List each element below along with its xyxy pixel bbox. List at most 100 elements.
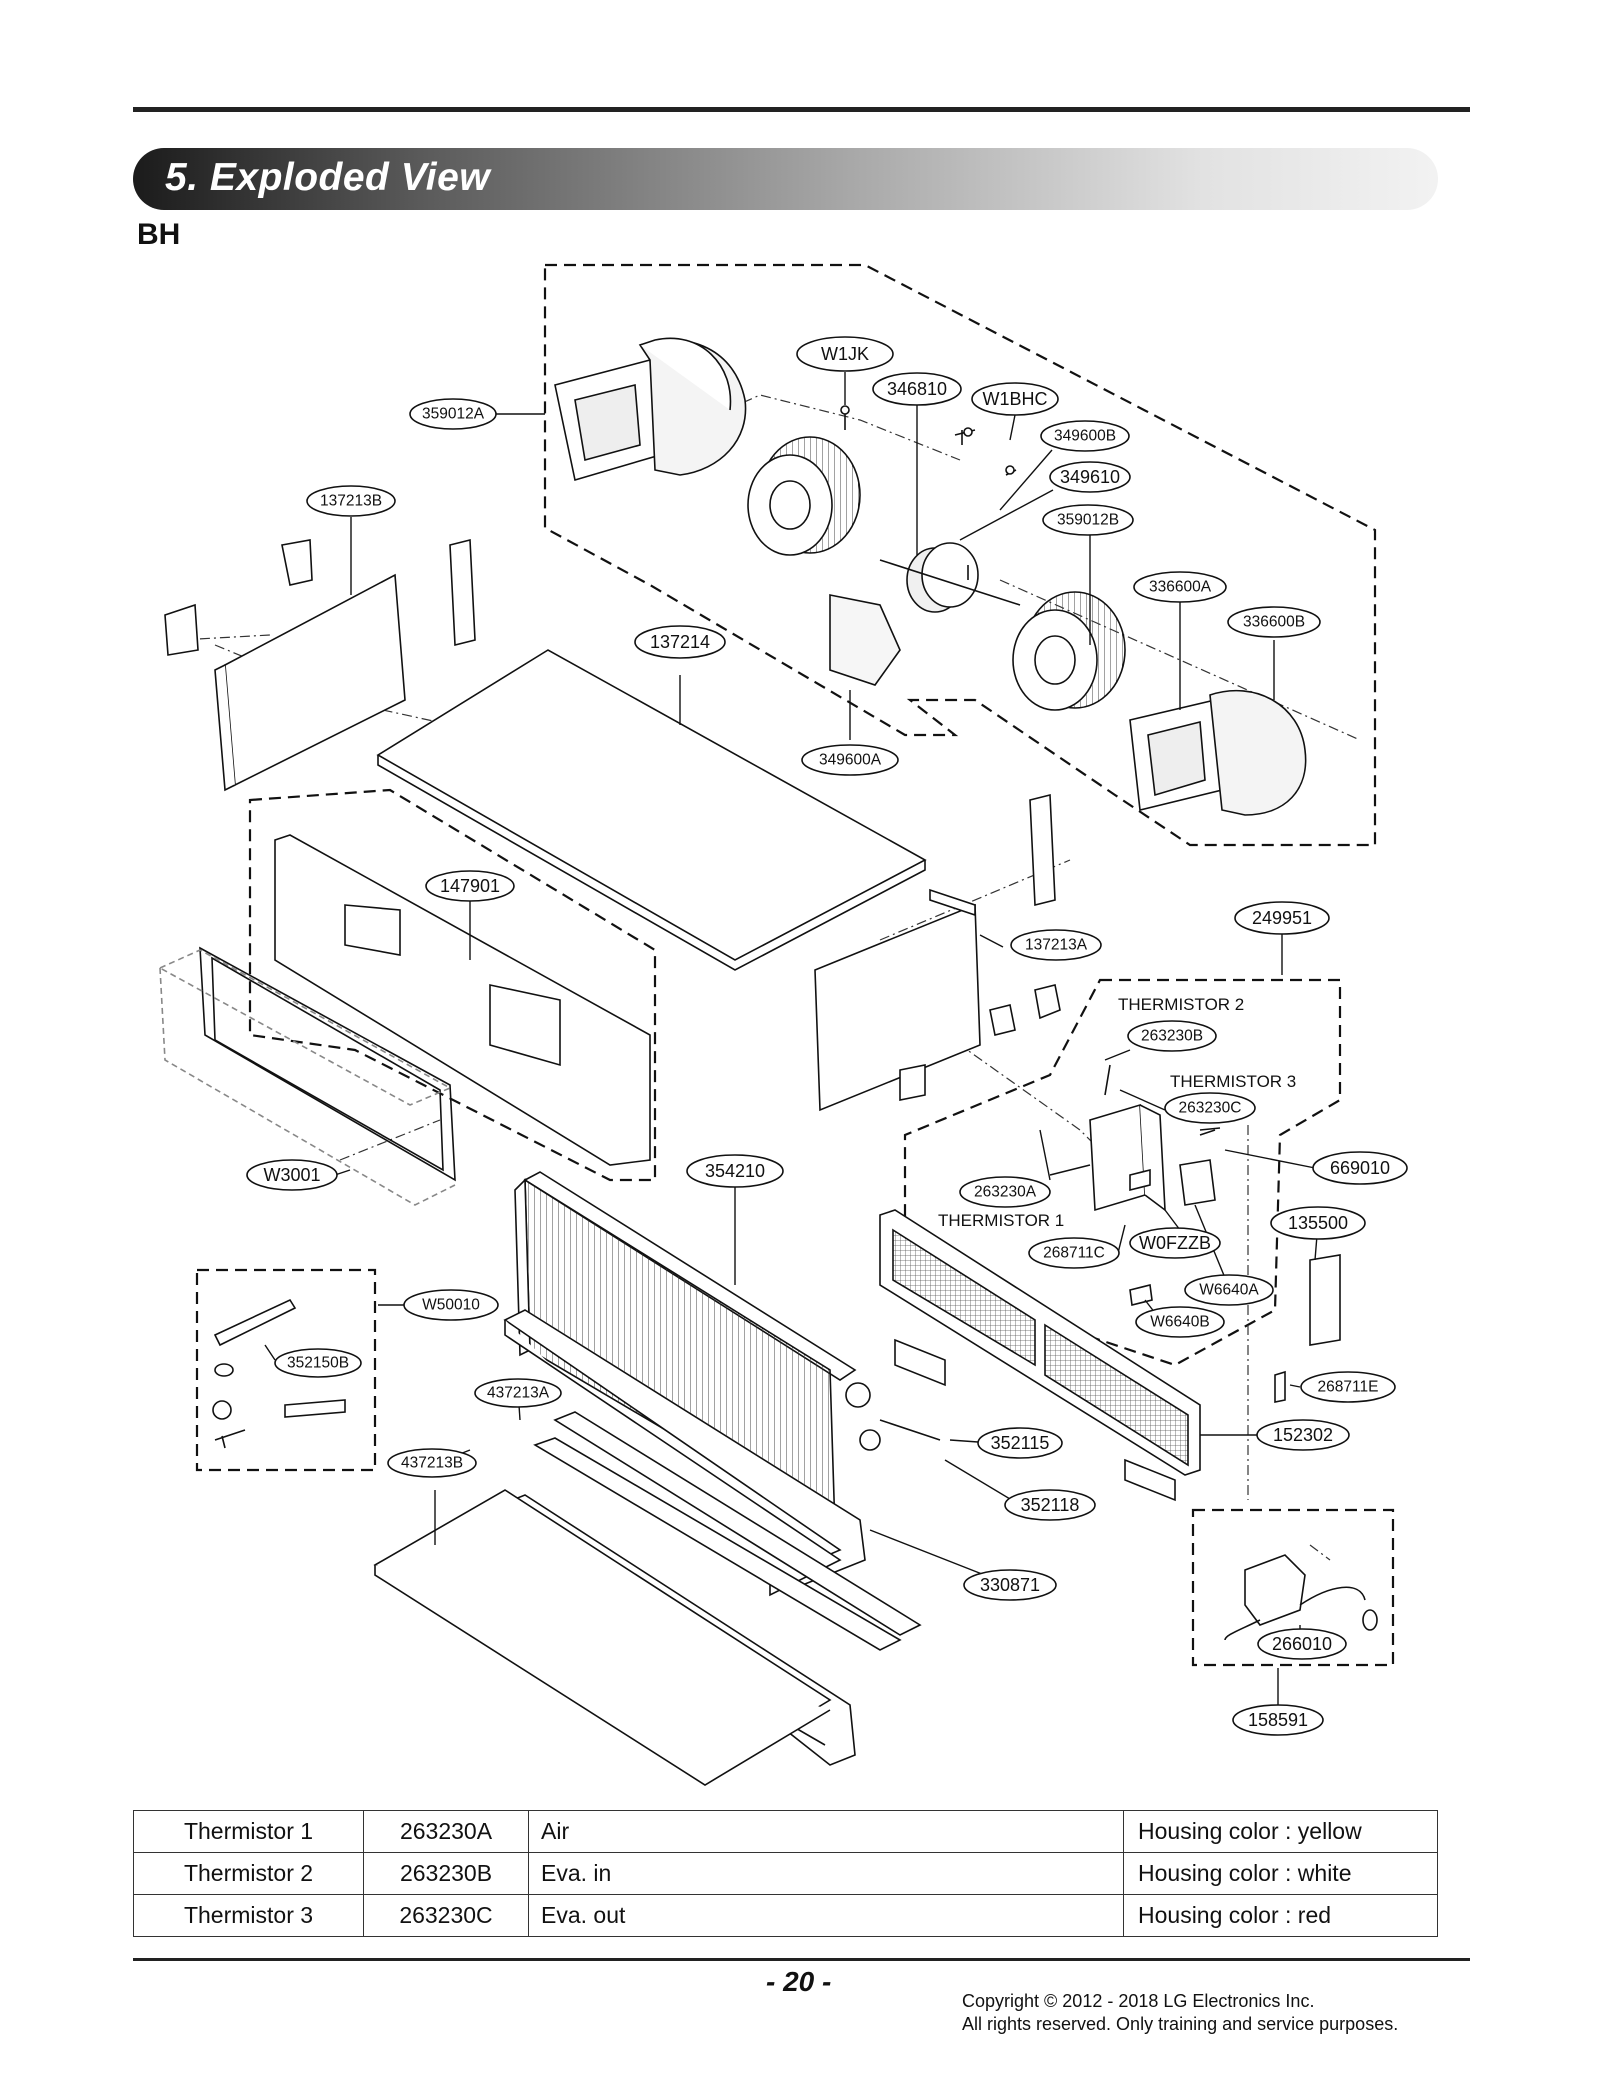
callout-336600B: 336600B (1243, 614, 1305, 631)
callout-bubble (246, 1159, 338, 1191)
callout-W6640A: W6640A (1199, 1282, 1259, 1299)
callout-W1BHC: W1BHC (982, 389, 1047, 409)
side-frame-parts (164, 538, 1061, 1112)
callout-bubble (1127, 1020, 1217, 1052)
callout-349610: 349610 (1060, 467, 1120, 487)
dashed-group-outlines (195, 263, 1395, 1667)
callout-135500: 135500 (1288, 1213, 1348, 1233)
callout-359012B: 359012B (1057, 512, 1119, 529)
callout-346810: 346810 (887, 379, 947, 399)
callout-147901: 147901 (440, 876, 500, 896)
callout-437213B: 437213B (401, 1455, 463, 1472)
callout-158591: 158591 (1248, 1710, 1308, 1730)
callout-bubble (1004, 1489, 1096, 1521)
callout-bubble (1010, 929, 1102, 961)
callout-bubble (872, 372, 962, 406)
table-cell: Housing color : yellow (1123, 1810, 1438, 1853)
callout-bubble (959, 1176, 1051, 1208)
table-cell: 263230B (363, 1852, 529, 1895)
page-number: - 20 - (766, 1966, 832, 1997)
callout-labels: W1JK 346810 W1BHC 359012A 349600B 349610… (263, 344, 1390, 1730)
callout-bubble (796, 336, 894, 372)
callout-268711C: 268711C (1043, 1245, 1105, 1262)
evaporator-coil (514, 1171, 941, 1532)
callout-bubble (1234, 901, 1330, 935)
callout-249951: 249951 (1252, 908, 1312, 928)
callout-W6640B: W6640B (1150, 1314, 1209, 1331)
table-cell: 263230A (363, 1810, 529, 1853)
callout-bubble (1135, 1306, 1225, 1338)
callout-bubble (977, 1427, 1063, 1459)
thermistor-table: Thermistor 1 263230A Air Housing color :… (133, 1810, 1438, 1937)
callout-bubbles (246, 336, 1408, 1736)
table-row: Thermistor 3 263230C Eva. out Housing co… (133, 1894, 1438, 1937)
callout-bubble (1256, 1419, 1350, 1451)
callout-W50010: W50010 (422, 1297, 480, 1314)
air-filter (879, 1209, 1201, 1502)
callout-bubble (1164, 1092, 1256, 1124)
callout-bubble (409, 398, 497, 430)
callout-bubble (1184, 1274, 1274, 1306)
duct-frame (158, 946, 456, 1206)
callout-bubble (801, 744, 899, 776)
callout-349600A: 349600A (819, 752, 882, 769)
callout-bubble (1227, 606, 1321, 638)
table-cell: Air (528, 1810, 1124, 1853)
callout-137213B: 137213B (320, 493, 382, 510)
callout-330871: 330871 (980, 1575, 1040, 1595)
callout-137213A: 137213A (1025, 937, 1088, 954)
thermistor-1-label: THERMISTOR 1 (938, 1211, 1064, 1230)
callout-bubble (474, 1378, 562, 1408)
callout-bubble (1257, 1628, 1347, 1660)
callout-W1JK: W1JK (821, 344, 869, 364)
callout-349600B: 349600B (1054, 428, 1116, 445)
table-cell: 263230C (363, 1894, 529, 1937)
table-cell: Thermistor 3 (133, 1894, 364, 1937)
copyright: Copyright © 2012 - 2018 LG Electronics I… (962, 1990, 1398, 2036)
callout-354210: 354210 (705, 1161, 765, 1181)
table-row: Thermistor 2 263230B Eva. in Housing col… (133, 1852, 1438, 1895)
table-cell: Eva. out (528, 1894, 1124, 1937)
callout-bubble (387, 1448, 477, 1478)
table-cell: Thermistor 2 (133, 1852, 364, 1895)
table-cell: Housing color : white (1123, 1852, 1438, 1895)
callout-bubble (1133, 571, 1227, 603)
callout-bubble (1300, 1371, 1396, 1403)
callout-263230A: 263230A (974, 1184, 1037, 1201)
callout-263230C: 263230C (1179, 1100, 1242, 1117)
thermistor-2-label: THERMISTOR 2 (1118, 995, 1244, 1014)
table-row: Thermistor 1 263230A Air Housing color :… (133, 1810, 1438, 1853)
callout-bubble (1040, 420, 1130, 452)
callout-bubble (686, 1154, 784, 1188)
callout-W3001: W3001 (263, 1165, 320, 1185)
callout-bubble (1028, 1237, 1120, 1269)
callout-bubble (1232, 1704, 1324, 1736)
section-title: 5. Exploded View (165, 156, 491, 199)
thermistor-3-label: THERMISTOR 3 (1170, 1072, 1296, 1091)
table-cell: Housing color : red (1123, 1894, 1438, 1937)
callout-352118: 352118 (1021, 1495, 1080, 1515)
fan-assembly (554, 337, 1307, 816)
callout-669010: 669010 (1330, 1158, 1390, 1178)
control-box (1049, 1064, 1341, 1403)
callout-352115: 352115 (991, 1433, 1050, 1453)
callout-437213A: 437213A (487, 1385, 550, 1402)
callout-bubble (963, 1569, 1057, 1601)
callout-bubble (403, 1289, 499, 1321)
float-switch (1224, 1554, 1378, 1641)
callout-268711E: 268711E (1318, 1379, 1379, 1396)
callout-152302: 152302 (1273, 1425, 1333, 1445)
callout-137214: 137214 (650, 632, 710, 652)
callout-266010: 266010 (1272, 1634, 1332, 1654)
table-cell: Eva. in (528, 1852, 1124, 1895)
copyright-line-2: All rights reserved. Only training and s… (962, 2014, 1399, 2034)
callout-bubble (1270, 1206, 1366, 1240)
model-label: BH (137, 218, 181, 251)
drain-hose-kit (212, 1298, 346, 1449)
bottom-rule (133, 1958, 1470, 1961)
callout-bubble (1049, 461, 1131, 493)
callout-bubble (425, 870, 515, 902)
callout-bubble (1042, 504, 1134, 536)
copyright-line-1: Copyright © 2012 - 2018 LG Electronics I… (962, 1991, 1315, 2011)
